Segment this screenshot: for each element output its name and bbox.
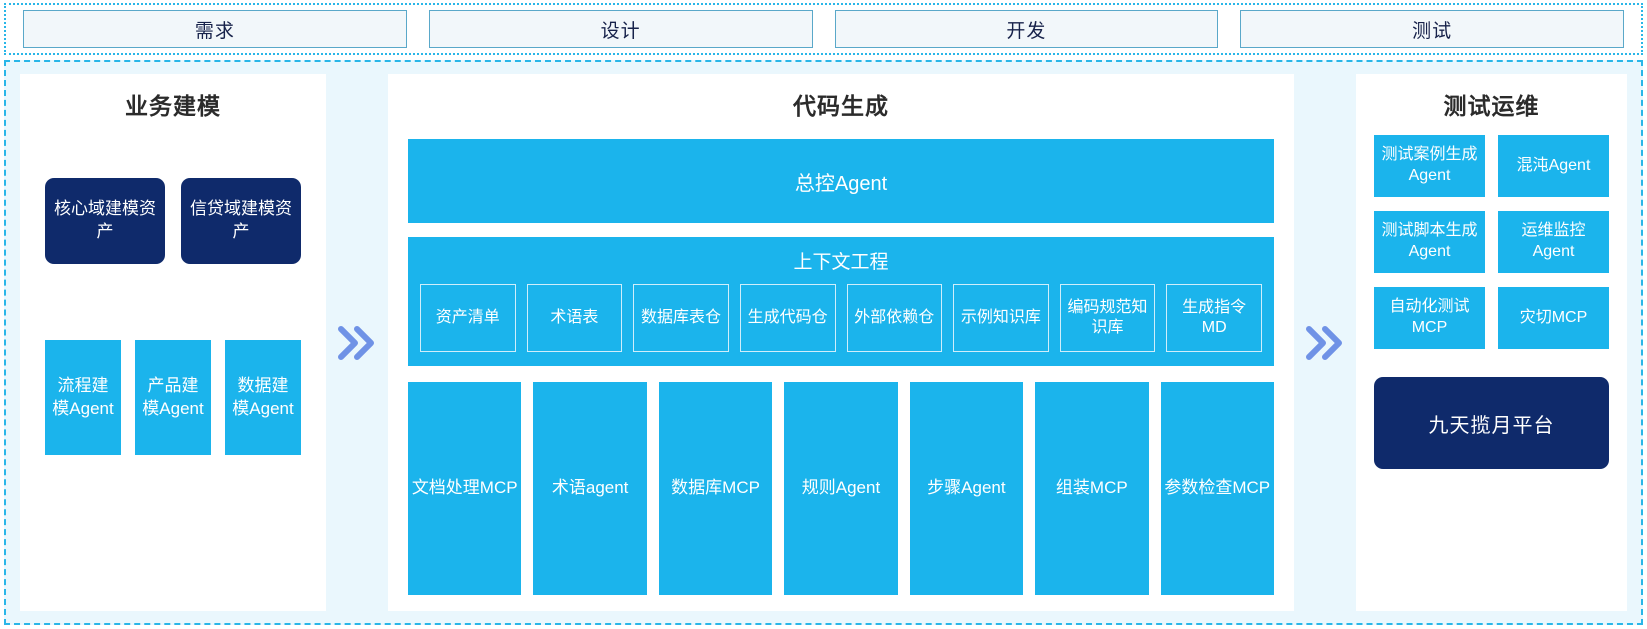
- ops-card-operations-monitoring-agent[interactable]: 运维监控Agent: [1498, 211, 1609, 273]
- context-card-coding-standard-knowledge-base[interactable]: 编码规范知识库: [1059, 284, 1156, 352]
- tool-card-step-agent[interactable]: 步骤Agent: [909, 382, 1024, 595]
- asset-card-credit-domain[interactable]: 信贷域建模资产: [181, 178, 301, 264]
- context-card-db-table-repo[interactable]: 数据库表仓: [633, 284, 729, 352]
- flow-arrow-1: [326, 74, 388, 611]
- panel-test-ops: 测试运维 测试案例生成Agent 混沌Agent 测试脚本生成Agent 运维监…: [1356, 74, 1627, 611]
- modeling-agent-process[interactable]: 流程建模Agent: [45, 340, 121, 455]
- code-generation-body: 总控Agent 上下文工程 资产清单 术语表 数据库表仓 生成代码仓 外部依赖仓…: [388, 121, 1294, 611]
- panel-code-generation: 代码生成 总控Agent 上下文工程 资产清单 术语表 数据库表仓 生成代码仓 …: [388, 74, 1294, 611]
- double-chevron-right-icon: [337, 325, 377, 360]
- ops-card-chaos-agent[interactable]: 混沌Agent: [1498, 135, 1609, 197]
- master-agent-banner[interactable]: 总控Agent: [408, 139, 1274, 223]
- platform-card-jiutian-lanyue[interactable]: 九天揽月平台: [1374, 377, 1609, 469]
- tool-card-row: 文档处理MCP 术语agent 数据库MCP 规则Agent 步骤Agent 组…: [408, 382, 1274, 595]
- modeling-agent-data[interactable]: 数据建模Agent: [225, 340, 301, 455]
- ops-card-disaster-switch-mcp[interactable]: 灾切MCP: [1498, 287, 1609, 349]
- ops-card-automated-test-mcp[interactable]: 自动化测试MCP: [1374, 287, 1485, 349]
- panel-title-test-ops: 测试运维: [1443, 93, 1540, 119]
- context-card-example-knowledge-base[interactable]: 示例知识库: [953, 284, 1049, 352]
- context-engineering-title: 上下文工程: [793, 252, 889, 273]
- context-card-row: 资产清单 术语表 数据库表仓 生成代码仓 外部依赖仓 示例知识库 编码规范知识库…: [420, 284, 1262, 352]
- context-card-generation-instruction-md[interactable]: 生成指令MD: [1166, 284, 1262, 352]
- stage-button-testing[interactable]: 测试: [1240, 10, 1624, 48]
- stage-bar: 需求 设计 开发 测试: [4, 3, 1643, 55]
- flow-arrow-2: [1294, 74, 1356, 611]
- context-card-asset-inventory[interactable]: 资产清单: [420, 284, 516, 352]
- test-ops-card-grid: 测试案例生成Agent 混沌Agent 测试脚本生成Agent 运维监控Agen…: [1374, 135, 1609, 349]
- double-chevron-right-icon: [1305, 325, 1345, 360]
- context-card-generated-code-repo[interactable]: 生成代码仓: [739, 284, 836, 352]
- context-card-external-dependency-repo[interactable]: 外部依赖仓: [846, 284, 943, 352]
- panel-business-modeling: 业务建模 核心域建模资产 信贷域建模资产 流程建模Agent 产品建模Agent…: [20, 74, 326, 611]
- modeling-agent-row: 流程建模Agent 产品建模Agent 数据建模Agent: [42, 340, 304, 455]
- tool-card-document-processing-mcp[interactable]: 文档处理MCP: [408, 382, 522, 595]
- stage-button-requirements[interactable]: 需求: [23, 10, 407, 48]
- stage-button-design[interactable]: 设计: [428, 10, 813, 48]
- business-modeling-body: 核心域建模资产 信贷域建模资产 流程建模Agent 产品建模Agent 数据建模…: [20, 121, 326, 611]
- tool-card-glossary-agent[interactable]: 术语agent: [533, 382, 647, 595]
- tool-card-rule-agent[interactable]: 规则Agent: [784, 382, 898, 595]
- context-card-glossary[interactable]: 术语表: [526, 284, 623, 352]
- panel-title-code-generation: 代码生成: [793, 93, 889, 119]
- main-frame: 业务建模 核心域建模资产 信贷域建模资产 流程建模Agent 产品建模Agent…: [4, 60, 1643, 625]
- ops-card-test-script-generation-agent[interactable]: 测试脚本生成Agent: [1374, 211, 1485, 273]
- tool-card-assembly-mcp[interactable]: 组装MCP: [1035, 382, 1149, 595]
- ops-card-test-case-generation-agent[interactable]: 测试案例生成Agent: [1374, 135, 1485, 197]
- tool-card-database-mcp[interactable]: 数据库MCP: [658, 382, 773, 595]
- stage-button-development[interactable]: 开发: [834, 10, 1219, 48]
- asset-card-core-domain[interactable]: 核心域建模资产: [45, 178, 165, 264]
- modeling-agent-product[interactable]: 产品建模Agent: [135, 340, 211, 455]
- asset-card-row: 核心域建模资产 信贷域建模资产: [42, 178, 304, 264]
- panel-title-business-modeling: 业务建模: [125, 93, 221, 119]
- test-ops-body: 测试案例生成Agent 混沌Agent 测试脚本生成Agent 运维监控Agen…: [1356, 121, 1627, 611]
- tool-card-parameter-check-mcp[interactable]: 参数检查MCP: [1160, 382, 1274, 595]
- context-engineering-block: 上下文工程 资产清单 术语表 数据库表仓 生成代码仓 外部依赖仓 示例知识库 编…: [408, 237, 1274, 366]
